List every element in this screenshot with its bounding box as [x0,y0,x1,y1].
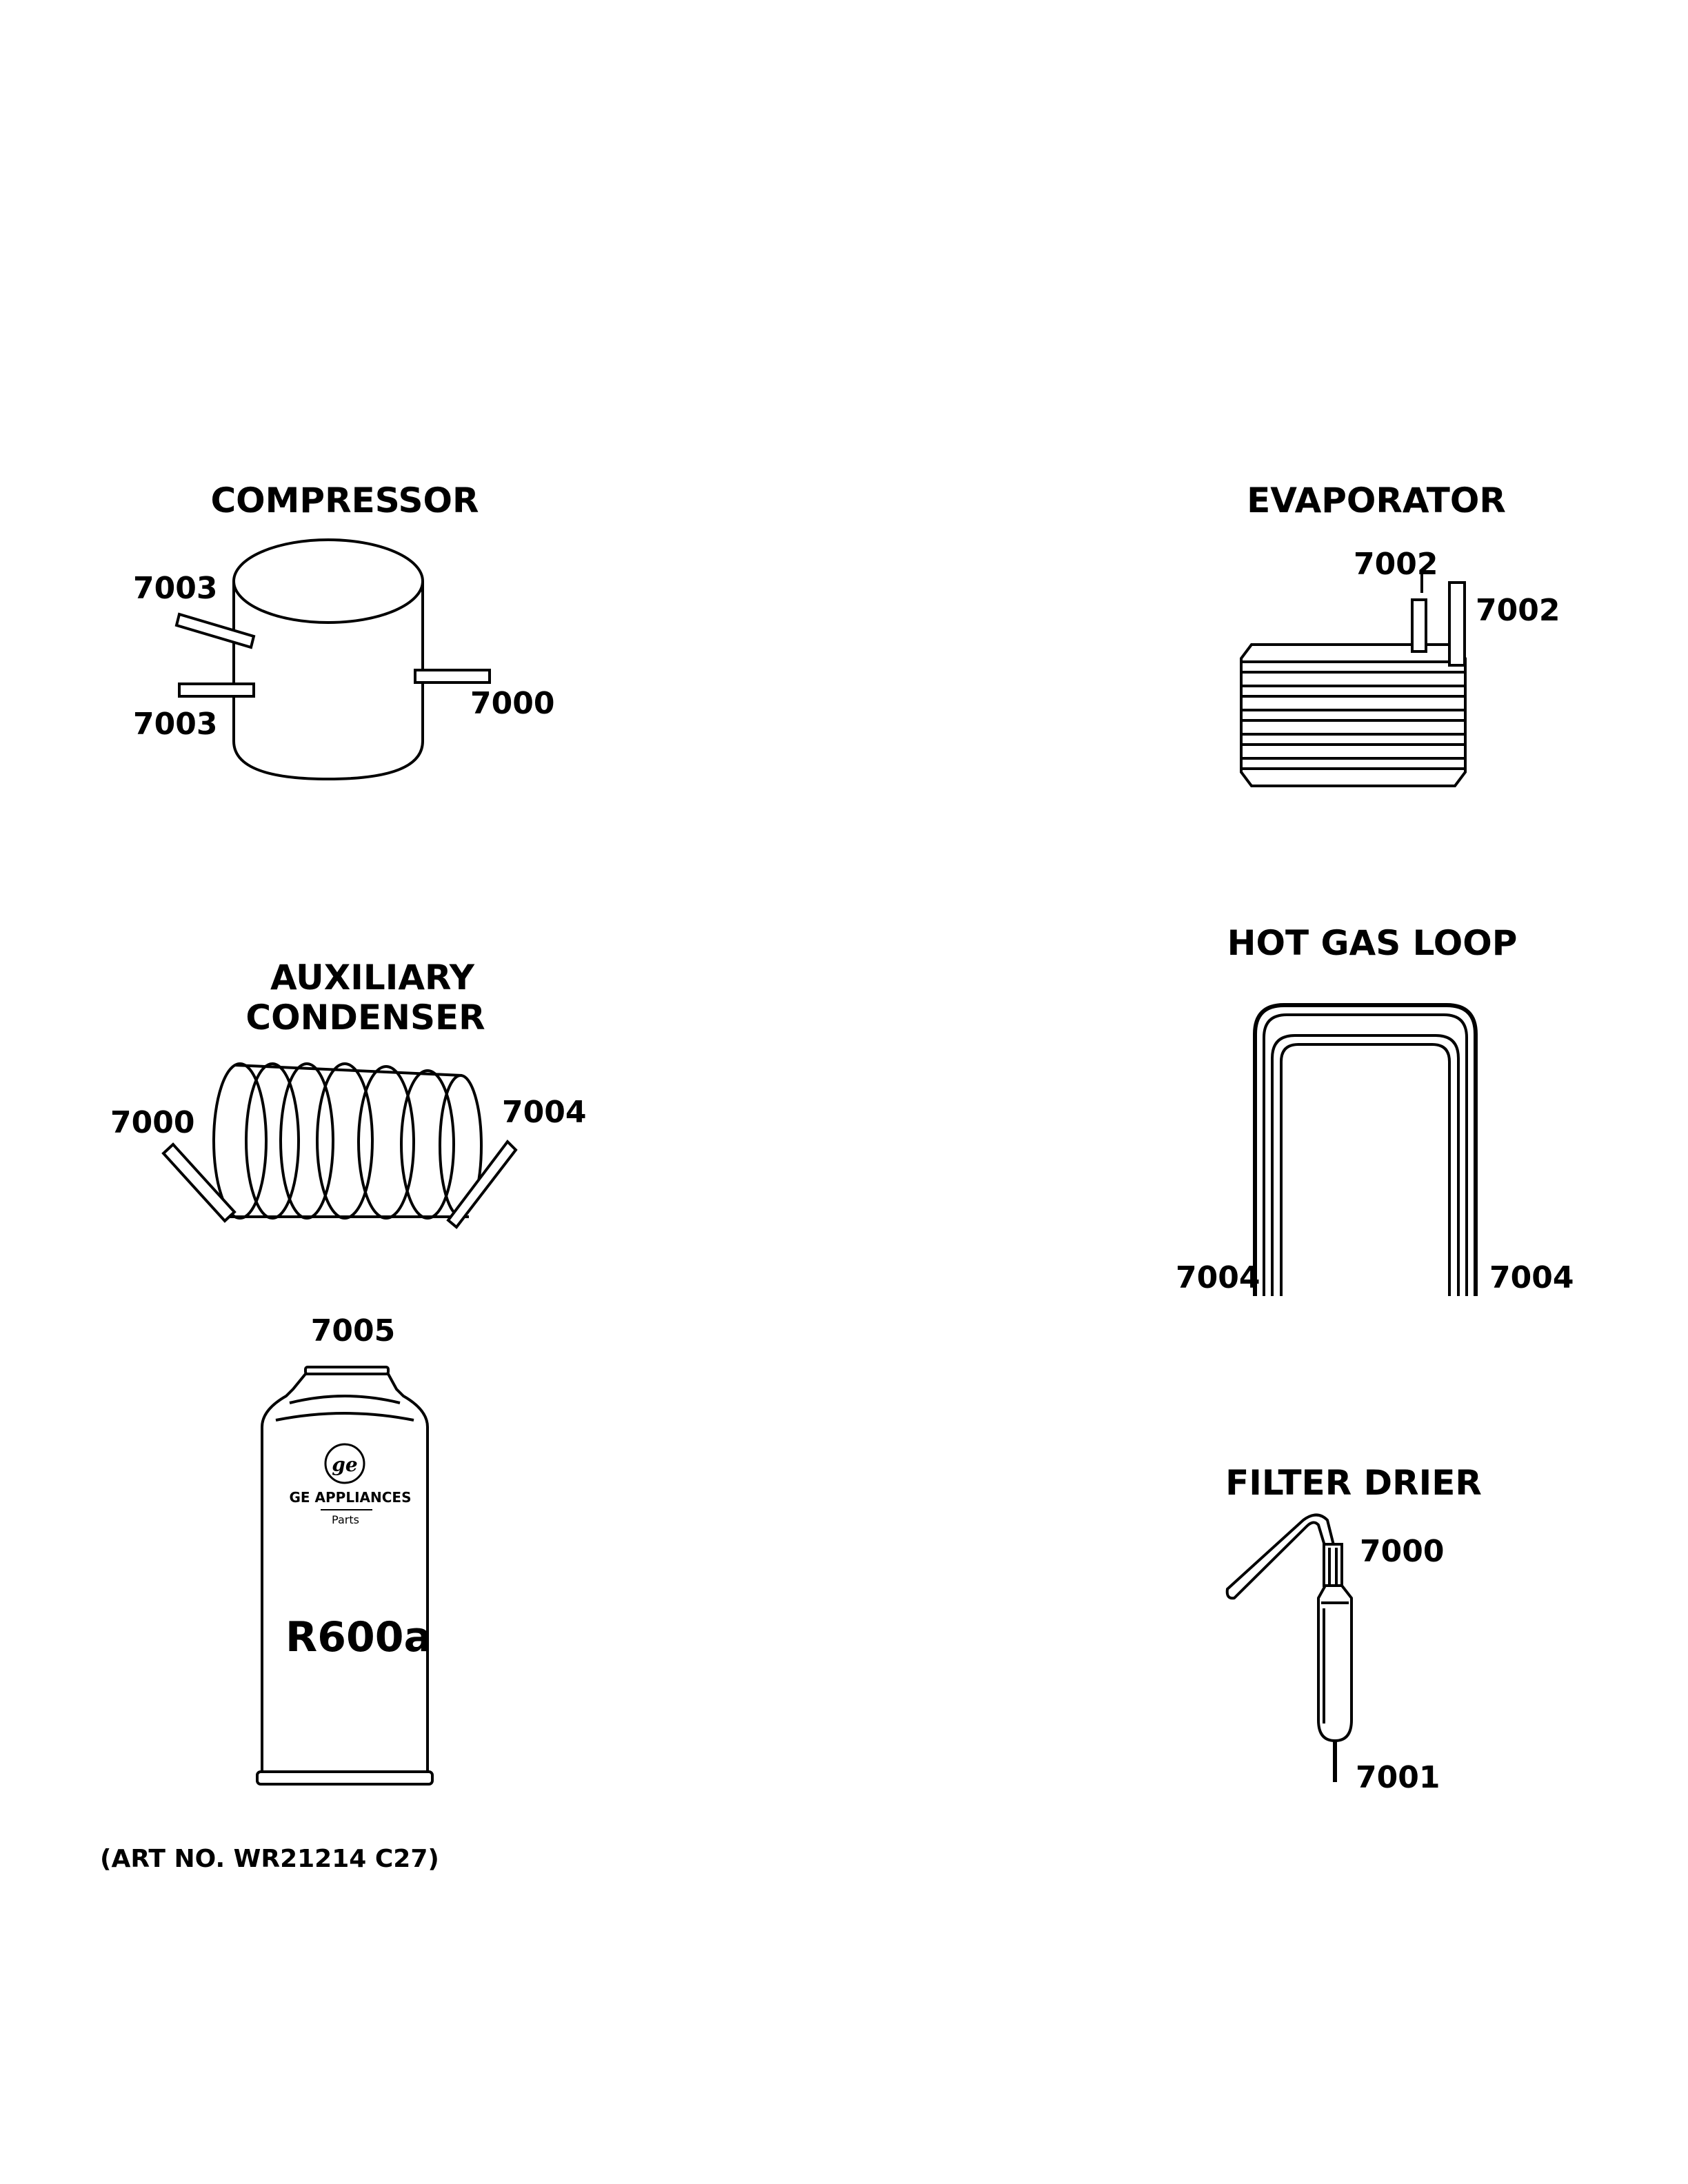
condenser-label-7000: 7000 [110,1105,194,1140]
evaporator-drawing [1240,572,1467,787]
hot-gas-loop-group: HOT GAS LOOP 7004 7004 [1176,923,1574,1296]
svg-text:ge: ge [332,1453,357,1476]
refrigerant-can-brand: GE APPLIANCES [290,1489,412,1506]
compressor-tube-right [414,669,491,684]
refrigerant-can-drawing: ge GE APPLIANCES Parts R600a [256,1366,434,1786]
evaporator-label-7002-top: 7002 [1354,547,1438,582]
compressor-tube-lower [178,682,255,698]
compressor-drawing [174,538,491,781]
evaporator-tube-left [1411,598,1427,653]
refrigerant-can-brand-sub: Parts [332,1513,359,1526]
refrigerant-can-type: R600a [285,1613,432,1661]
hot-gas-loop-label-7004-left: 7004 [1176,1260,1260,1295]
art-number: (ART NO. WR21214 C27) [100,1845,439,1873]
evaporator-group: EVAPORATOR 7002 7002 [1240,481,1560,787]
filter-drier-inlet-tube [1225,1513,1336,1600]
auxiliary-condenser-title-line1: AUXILIARY [270,958,475,998]
auxiliary-condenser-title-line2: CONDENSER [245,998,485,1038]
evaporator-label-7002-right: 7002 [1476,593,1560,628]
auxiliary-condenser-group: AUXILIARY CONDENSER 7000 7004 [110,958,586,1229]
condenser-tube-right [446,1139,518,1229]
compressor-label-7003-bottom: 7003 [133,707,217,742]
filter-drier-label-7000: 7000 [1360,1534,1444,1569]
compressor-label-7003-top: 7003 [133,571,217,606]
filter-drier-label-7001: 7001 [1356,1760,1440,1795]
compressor-tube-upper [174,612,256,649]
filter-drier-title: FILTER DRIER [1225,1463,1482,1503]
condenser-tube-left [161,1142,237,1223]
ge-logo: ge [324,1443,365,1484]
hot-gas-loop-label-7004-right: 7004 [1489,1260,1574,1295]
compressor-title: COMPRESSOR [210,481,479,520]
evaporator-tube-right [1448,581,1466,667]
filter-drier-group: FILTER DRIER 7000 7001 [1225,1463,1482,1795]
filter-drier-drawing [1225,1513,1353,1782]
compressor-label-7000: 7000 [470,686,554,721]
auxiliary-condenser-drawing [161,1062,518,1229]
filter-drier-neck [1323,1543,1343,1587]
condenser-label-7004: 7004 [502,1095,586,1130]
hot-gas-loop-drawing [1253,1003,1478,1296]
hot-gas-loop-title: HOT GAS LOOP [1227,923,1518,963]
refrigerant-can-group: 7005 ge GE APPLIANCES Parts R600a [256,1313,434,1786]
evaporator-title: EVAPORATOR [1247,481,1506,520]
refrigerant-can-label-7005: 7005 [311,1313,395,1348]
compressor-group: COMPRESSOR 7003 7003 7000 [133,481,554,781]
